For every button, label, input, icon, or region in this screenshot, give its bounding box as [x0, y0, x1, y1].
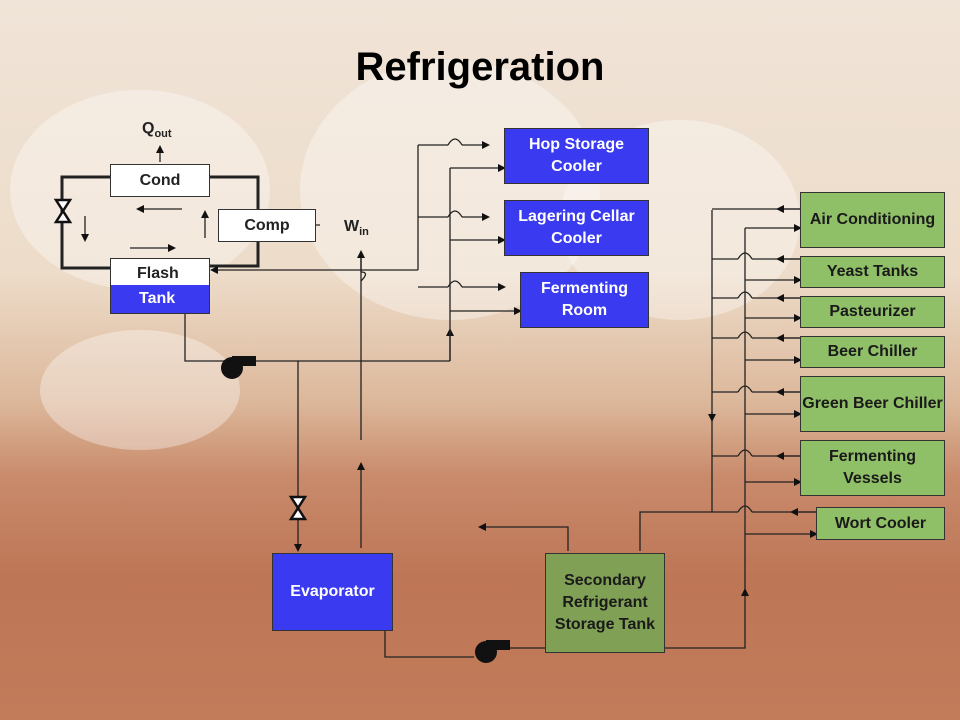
- hop-storage-cooler-box: Hop Storage Cooler: [504, 128, 649, 184]
- crossover: [737, 252, 753, 260]
- green-beer-chiller-box: Green Beer Chiller: [800, 376, 945, 432]
- flash-tank-label-top: Flash: [111, 259, 209, 285]
- air-conditioning-box: Air Conditioning: [800, 192, 945, 248]
- pump-icon: [221, 356, 256, 379]
- pipe: [500, 526, 569, 551]
- foam-bubble: [40, 330, 240, 450]
- compressor-box: Comp: [218, 209, 316, 242]
- wort-cooler-box: Wort Cooler: [816, 507, 945, 540]
- qout-label: Qout: [142, 120, 172, 141]
- crossover: [360, 271, 367, 282]
- crossover: [447, 138, 463, 146]
- flash-tank-outlet: [184, 313, 226, 362]
- yeast-tanks-box: Yeast Tanks: [800, 256, 945, 288]
- crossover: [737, 291, 753, 299]
- expansion-valve-icon: [288, 495, 308, 521]
- crossover: [737, 331, 753, 339]
- pipe: [384, 630, 474, 658]
- slide-title: Refrigeration: [355, 45, 605, 89]
- condenser-box: Cond: [110, 164, 210, 197]
- lagering-cellar-cooler-box: Lagering Cellar Cooler: [504, 200, 649, 256]
- fermenting-vessels-box: Fermenting Vessels: [800, 440, 945, 496]
- crossover: [737, 449, 753, 457]
- pump-icon: [475, 640, 510, 663]
- win-label: Win: [344, 218, 369, 239]
- beer-chiller-box: Beer Chiller: [800, 336, 945, 368]
- crossover: [447, 210, 463, 218]
- crossover: [737, 385, 753, 393]
- flash-tank-label-bottom: Tank: [111, 285, 209, 313]
- secondary-refrigerant-tank-box: Secondary Refrigerant Storage Tank: [545, 553, 665, 653]
- pasteurizer-box: Pasteurizer: [800, 296, 945, 328]
- fermenting-room-box: Fermenting Room: [520, 272, 649, 328]
- pipe: [639, 511, 712, 551]
- pipe: [665, 627, 746, 649]
- evaporator-box: Evaporator: [272, 553, 393, 631]
- crossover: [447, 280, 463, 288]
- expansion-valve-icon: [53, 198, 73, 224]
- crossover: [737, 505, 753, 513]
- flash-tank-box: Flash Tank: [110, 258, 210, 314]
